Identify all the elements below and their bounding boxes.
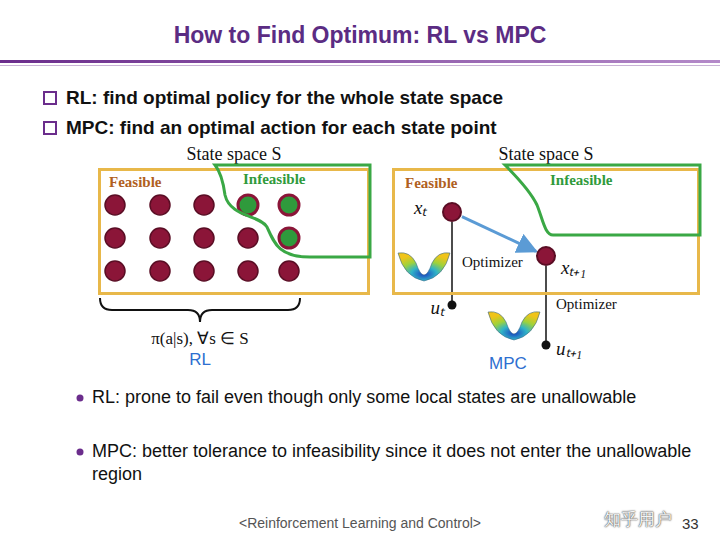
footer-text: <Reinforcement Learning and Control> bbox=[239, 515, 481, 531]
state-dot bbox=[105, 195, 125, 215]
transition-arrow bbox=[462, 217, 536, 252]
bullet-text: MPC: better tolerance to infeasibility s… bbox=[92, 440, 692, 485]
action-dot bbox=[542, 341, 551, 350]
title-rule-thin bbox=[0, 65, 720, 66]
feasible-label: Feasible bbox=[405, 175, 458, 192]
bullet-square bbox=[44, 92, 56, 104]
action-label: uₜ₊₁ bbox=[556, 335, 582, 361]
state-point: xₜ bbox=[442, 202, 462, 222]
action-label: uₜ bbox=[431, 294, 445, 320]
state-dot bbox=[150, 228, 170, 248]
state-dot bbox=[279, 228, 299, 248]
page-number: 33 bbox=[682, 515, 699, 532]
bullet-dot bbox=[77, 449, 84, 456]
state-dot bbox=[150, 261, 170, 281]
state-space-box: State space SFeasibleInfeasible bbox=[98, 168, 370, 295]
bullet-text: RL: prone to fail even though only some … bbox=[92, 386, 692, 409]
method-label: MPC bbox=[489, 354, 527, 374]
method-label: RL bbox=[189, 350, 211, 370]
state-dot bbox=[150, 195, 170, 215]
optimizer-label: Optimizer bbox=[556, 296, 617, 313]
state-dot bbox=[105, 261, 125, 281]
state-label: xₜ₊₁ bbox=[561, 254, 586, 280]
infeasible-region: Infeasible bbox=[505, 165, 700, 237]
state-dot bbox=[238, 261, 258, 281]
state-dot bbox=[279, 195, 299, 215]
state-point: xₜ₊₁ bbox=[536, 246, 556, 266]
bullet-square bbox=[44, 122, 56, 134]
infeasible-boundary bbox=[215, 165, 370, 257]
bullet-dot bbox=[77, 395, 84, 402]
state-label: xₜ bbox=[414, 194, 426, 220]
state-dot bbox=[194, 261, 214, 281]
region-heading: State space S bbox=[395, 144, 697, 165]
state-dot bbox=[279, 261, 299, 281]
infeasible-boundary bbox=[505, 165, 700, 235]
state-dot bbox=[194, 228, 214, 248]
bullet-text: MPC: find an optimal action for each sta… bbox=[66, 117, 497, 139]
state-dot bbox=[105, 228, 125, 248]
title-rule bbox=[0, 60, 720, 63]
feasible-label: Feasible bbox=[109, 174, 162, 191]
region-heading: State space S bbox=[101, 144, 367, 165]
watermark: 知乎用户 bbox=[604, 508, 672, 531]
slide-title: How to Find Optimum: RL vs MPC bbox=[0, 22, 720, 49]
state-dot bbox=[238, 228, 258, 248]
brace bbox=[100, 298, 300, 322]
infeasible-region: Infeasible bbox=[215, 165, 370, 260]
policy-formula: π(a|s), ∀s ∈ S bbox=[151, 328, 249, 349]
state-space-box: State space SFeasibleInfeasiblexₜxₜ₊₁ bbox=[392, 168, 700, 295]
optimizer-label: Optimizer bbox=[462, 254, 523, 271]
bullet-text: RL: find optimal policy for the whole st… bbox=[66, 87, 503, 109]
leader-line bbox=[545, 266, 547, 345]
action-dot bbox=[448, 301, 457, 310]
optimizer-icon bbox=[398, 253, 450, 281]
infeasible-label: Infeasible bbox=[550, 172, 613, 189]
state-dots bbox=[105, 195, 299, 281]
state-dot bbox=[194, 195, 214, 215]
optimizer-icon bbox=[488, 312, 540, 340]
infeasible-label: Infeasible bbox=[243, 171, 306, 188]
